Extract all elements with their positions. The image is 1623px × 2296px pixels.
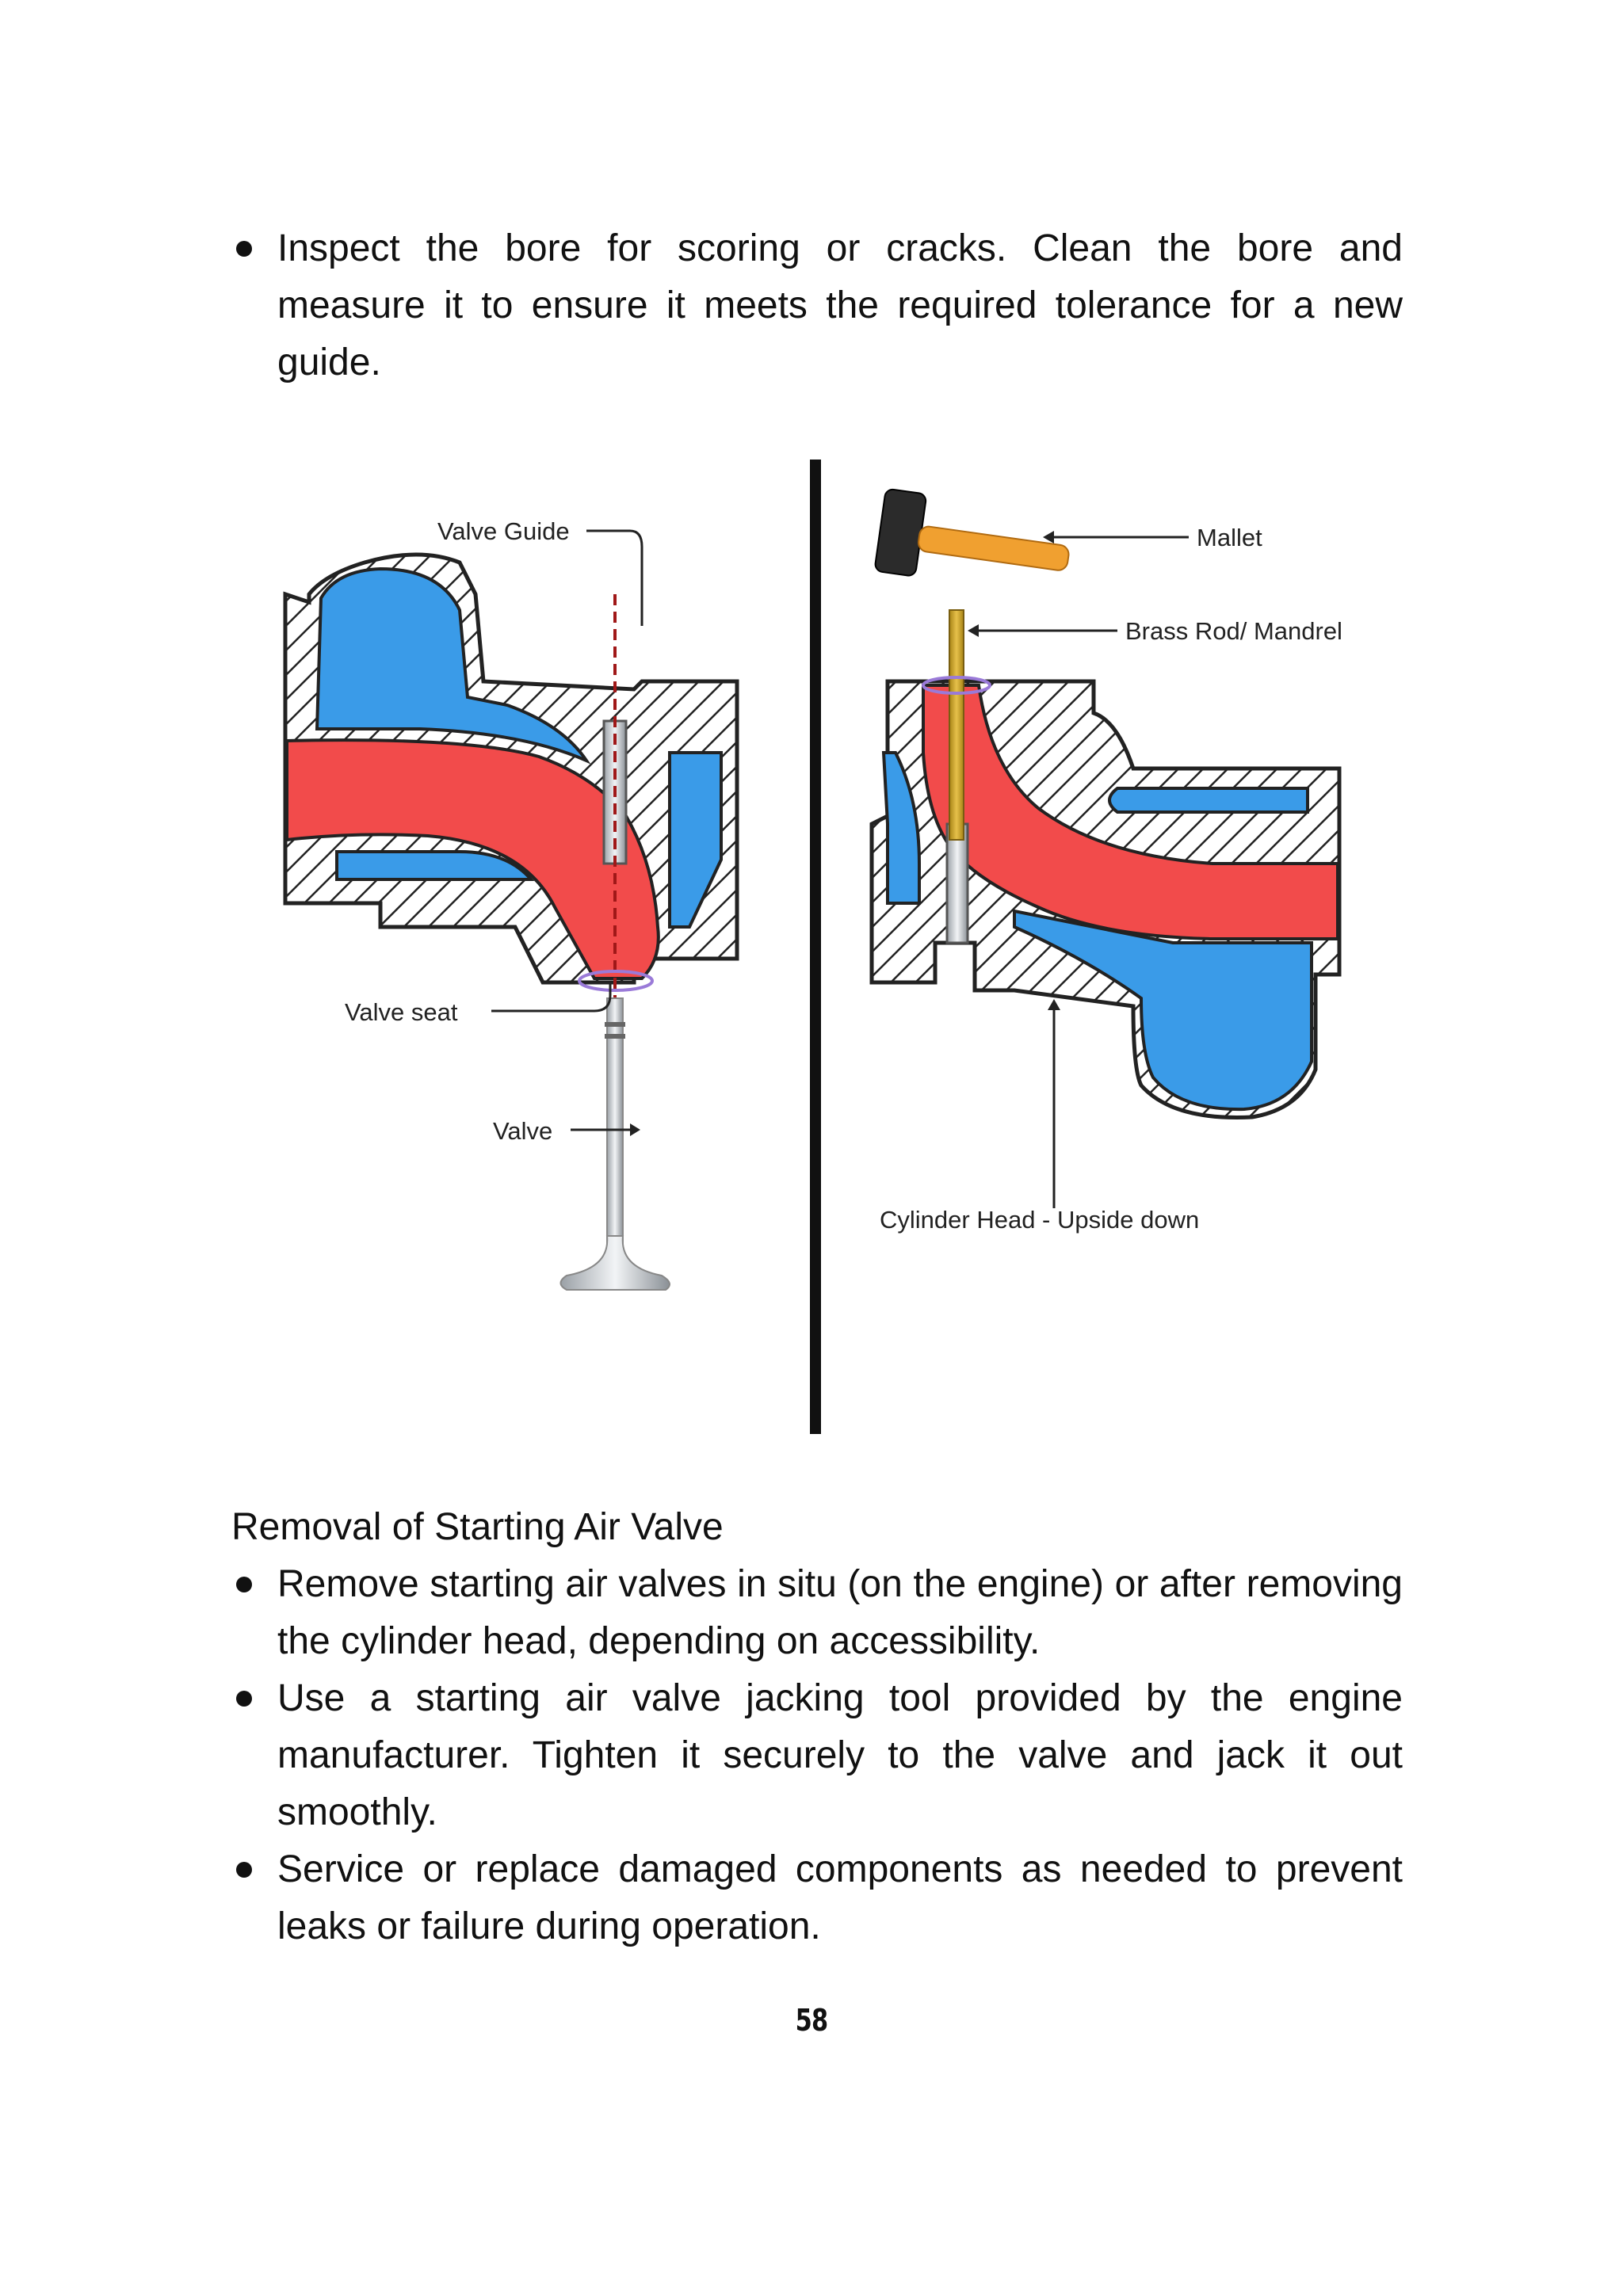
left-port (285, 738, 660, 980)
valve-leader-arrowhead (630, 1123, 640, 1136)
right-coolant-upper (1108, 787, 1309, 814)
label-brass-rod: Brass Rod/ Mandrel (1125, 617, 1342, 645)
left-valve-seat-ring (578, 970, 654, 992)
cylinder-head-leader-arrowhead (1048, 999, 1060, 1010)
bullet-item: Inspect the bore for scoring or cracks. … (236, 220, 1403, 391)
right-coolant-lower (1013, 909, 1313, 1112)
valve-seat-leader (491, 984, 612, 1013)
label-valve-guide: Valve Guide (437, 517, 570, 545)
right-seat-ring (922, 676, 991, 695)
bullet-list-bottom: Remove starting air valves in situ (on t… (236, 1556, 1403, 1955)
right-valve-guide (945, 822, 969, 944)
mallet (874, 488, 1070, 577)
valve-guide-replacement-diagram: Valve Guide Valve seat Valve (283, 460, 1342, 1434)
left-coolant-right (668, 751, 723, 929)
bullet-list-top: Inspect the bore for scoring or cracks. … (236, 220, 1403, 391)
brass-rod-leader-arrowhead (968, 624, 979, 637)
left-coolant-lower (335, 850, 535, 881)
bullet-item: Use a starting air valve jacking tool pr… (236, 1670, 1403, 1841)
figure-divider (810, 460, 821, 1434)
page-number: 58 (795, 2003, 829, 2038)
label-valve: Valve (493, 1117, 552, 1145)
valve-guide-leader (586, 529, 643, 626)
valve (559, 997, 670, 1291)
bullet-item: Service or replace damaged components as… (236, 1841, 1403, 1955)
right-coolant-left (881, 751, 921, 905)
left-coolant-upper (315, 566, 591, 765)
bullet-item: Remove starting air valves in situ (on t… (236, 1556, 1403, 1670)
label-valve-seat: Valve seat (345, 998, 458, 1026)
section-heading: Removal of Starting Air Valve (231, 1506, 724, 1548)
right-cylinder-head: Mallet Brass Rod/ Mandrel Cylinder Head … (869, 488, 1342, 1234)
left-cylinder-head: Valve Guide Valve seat Valve (283, 517, 739, 1291)
mallet-leader-arrowhead (1043, 531, 1054, 543)
label-mallet: Mallet (1197, 524, 1262, 551)
brass-rod (949, 609, 964, 841)
label-cylinder-head: Cylinder Head - Upside down (880, 1206, 1199, 1234)
